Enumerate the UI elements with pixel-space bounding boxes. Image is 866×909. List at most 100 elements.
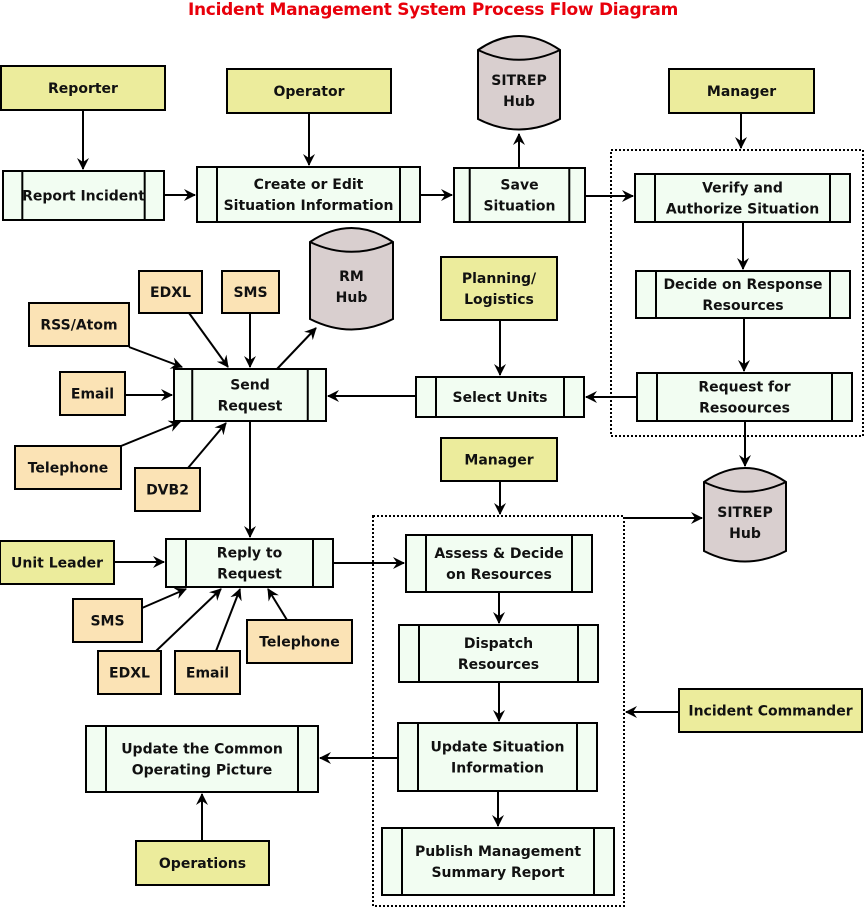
send-channel-rss-atom-label: RSS/Atom [40, 318, 117, 334]
reply-channel-email[interactable]: Email [174, 650, 241, 695]
hub-rm-shape [309, 227, 394, 331]
process-verify-authorize-shape [634, 173, 851, 223]
actor-operator-label: Operator [274, 84, 345, 100]
actor-operator[interactable]: Operator [226, 68, 392, 114]
actor-operations-shape [135, 840, 270, 886]
edge-reply-edxl-to-reply [155, 588, 222, 652]
actor-incident-commander-label: Incident Commander [688, 704, 852, 720]
actor-manager-top-label: Manager [707, 84, 776, 100]
actor-unit-leader[interactable]: Unit Leader [0, 540, 115, 585]
hub-rm-top-ellipse [309, 241, 394, 253]
edge-edxl-to-send [188, 312, 229, 368]
actor-reporter-label: Reporter [48, 81, 118, 97]
process-update-situation-label: Update Situation [431, 740, 565, 756]
reply-channel-telephone[interactable]: Telephone [246, 619, 353, 664]
send-channel-edxl-label: EDXL [150, 285, 191, 301]
send-channel-telephone[interactable]: Telephone [14, 445, 122, 490]
manager-verification-group [610, 149, 864, 437]
process-update-situation-shape [397, 722, 598, 792]
send-channel-edxl-shape [138, 270, 203, 314]
actor-unit-leader-label: Unit Leader [11, 556, 103, 572]
send-channel-dvb2-label: DVB2 [146, 483, 189, 499]
hub-sitrep-mid-label: SITREP [717, 505, 772, 521]
actor-reporter-shape [0, 65, 166, 111]
hub-sitrep-top-label: Hub [503, 94, 535, 110]
process-assess-decide-label: on Resources [446, 567, 552, 583]
hub-sitrep-top[interactable]: SITREP Hub [477, 35, 561, 131]
reply-channel-email-label: Email [186, 666, 229, 682]
send-channel-rss-atom-shape [28, 302, 130, 347]
send-channel-telephone-shape [14, 445, 122, 490]
process-create-edit-situation-label: Create or Edit [254, 177, 364, 193]
actor-incident-commander[interactable]: Incident Commander [678, 688, 863, 733]
hub-sitrep-top-label: SITREP [491, 73, 546, 89]
send-channel-rss-atom[interactable]: RSS/Atom [28, 302, 130, 347]
reply-channel-edxl[interactable]: EDXL [97, 650, 162, 695]
edge-rss-to-send [128, 346, 183, 369]
edge-reply-sms-to-reply [141, 587, 187, 609]
reply-channel-edxl-label: EDXL [109, 666, 150, 682]
actor-manager-mid-shape [440, 437, 558, 482]
process-dispatch-resources-label: Dispatch [464, 636, 533, 652]
hub-sitrep-top-top-ellipse [477, 49, 561, 61]
process-reply-request-shape [165, 538, 334, 588]
process-verify-authorize-label: Authorize Situation [666, 202, 819, 218]
process-select-units-shape [415, 376, 585, 418]
actor-reporter[interactable]: Reporter [0, 65, 166, 111]
process-publish-report-label: Summary Report [431, 865, 564, 881]
actor-planning-logistics[interactable]: Planning/Logistics [440, 256, 558, 321]
hub-sitrep-mid-label: Hub [729, 526, 761, 542]
process-send-request-shape [173, 368, 327, 422]
send-channel-edxl[interactable]: EDXL [138, 270, 203, 314]
send-channel-dvb2[interactable]: DVB2 [134, 467, 201, 512]
actor-planning-logistics-shape [440, 256, 558, 321]
process-select-units[interactable]: Select Units [415, 376, 585, 418]
actor-manager-top[interactable]: Manager [668, 68, 815, 114]
send-channel-sms-label: SMS [233, 285, 267, 301]
process-save-situation-shape [453, 167, 586, 223]
process-report-incident[interactable]: Report Incident [2, 170, 165, 221]
edge-dvb2-to-send [187, 422, 227, 469]
process-assess-decide-shape [405, 534, 593, 593]
process-update-cop-shape [85, 725, 319, 793]
process-verify-authorize-label: Verify and [702, 181, 783, 197]
send-channel-sms[interactable]: SMS [221, 270, 280, 314]
process-create-edit-situation-shape [196, 166, 421, 223]
process-decide-response-label: Decide on Response [663, 277, 822, 293]
process-publish-report-label: Publish Management [415, 844, 581, 860]
actor-manager-top-shape [668, 68, 815, 114]
send-channel-email[interactable]: Email [59, 371, 126, 416]
reply-channel-sms[interactable]: SMS [72, 598, 143, 643]
actor-manager-mid[interactable]: Manager [440, 437, 558, 482]
actor-operator-shape [226, 68, 392, 114]
reply-channel-sms-shape [72, 598, 143, 643]
actor-incident-commander-shape [678, 688, 863, 733]
edge-telephone-to-send [120, 420, 181, 447]
hub-sitrep-top-shape [477, 35, 561, 131]
hub-sitrep-mid[interactable]: SITREP Hub [703, 467, 787, 563]
edge-send-to-rm [276, 327, 317, 370]
actor-planning-logistics-label: Logistics [464, 292, 534, 308]
process-decide-response-label: Resources [702, 298, 783, 314]
hub-sitrep-mid-shape [703, 467, 787, 563]
process-reply-request-label: Reply to [217, 546, 283, 562]
process-request-resources-shape [636, 372, 853, 422]
process-report-incident-label: Report Incident [22, 189, 145, 205]
send-channel-sms-shape [221, 270, 280, 314]
process-send-request-label: Request [218, 399, 283, 415]
actor-operations[interactable]: Operations [135, 840, 270, 886]
